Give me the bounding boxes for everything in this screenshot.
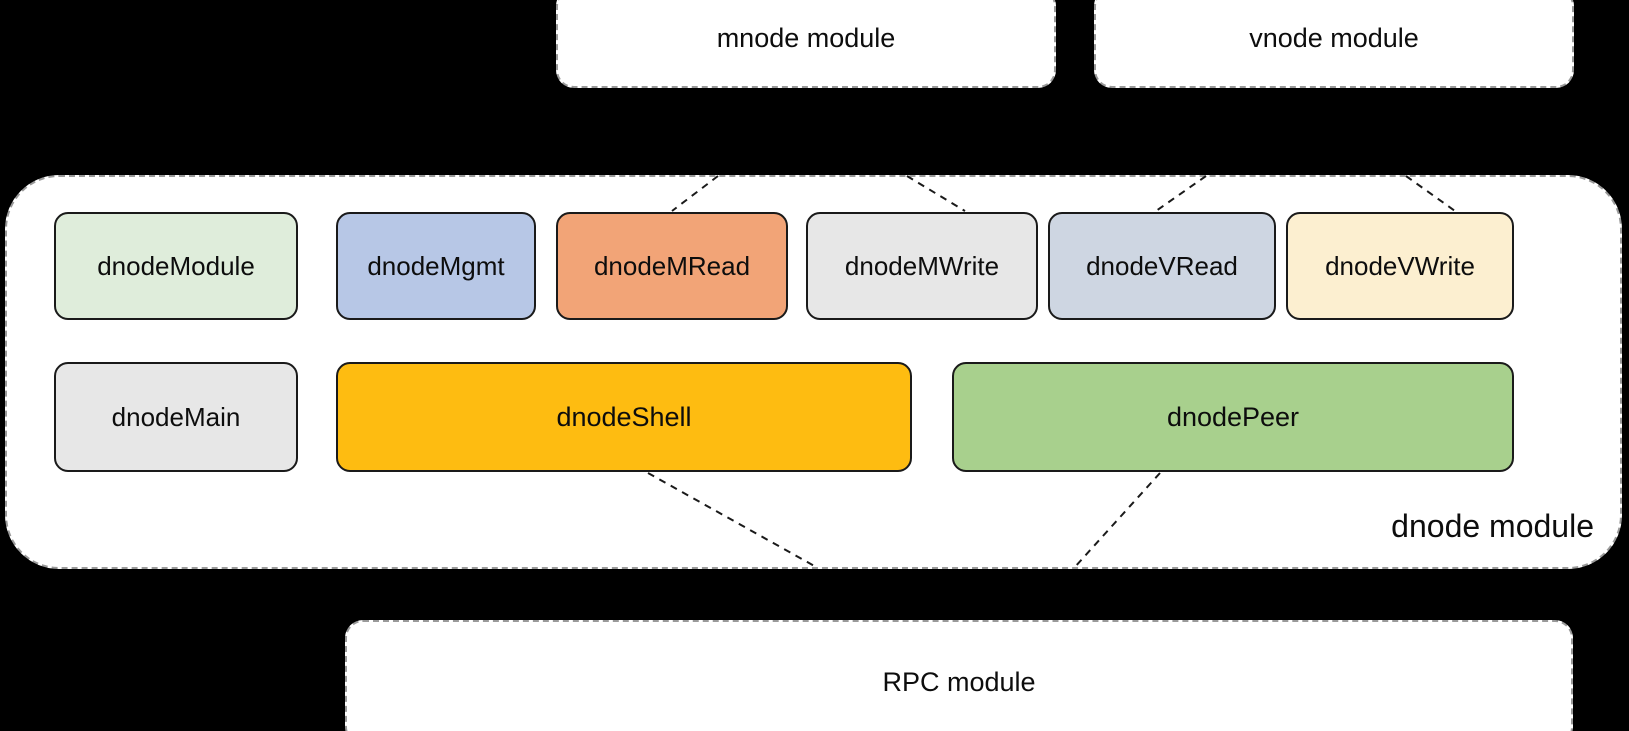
component-label: dnodeMRead	[593, 250, 751, 281]
component-label: dnodeMgmt	[367, 250, 505, 281]
vnode-module-label: vnode module	[1249, 22, 1419, 53]
vnode-module-box[interactable]: vnode module	[1094, 0, 1574, 88]
component-label: dnodeShell	[556, 401, 692, 432]
rpc-module-label: RPC module	[882, 667, 1036, 697]
component-label: dnodeModule	[97, 250, 255, 281]
component-box-dnodePeer[interactable]: dnodePeer	[952, 362, 1514, 472]
component-box-dnodeShell[interactable]: dnodeShell	[336, 362, 912, 472]
component-label: dnodeMWrite	[844, 250, 1000, 281]
component-box-dnodeMain[interactable]: dnodeMain	[54, 362, 298, 472]
component-label: dnodeVWrite	[1325, 250, 1475, 281]
component-box-dnodeMRead[interactable]: dnodeMRead	[556, 212, 788, 320]
component-label: dnodePeer	[1166, 401, 1300, 432]
rpc-module-box[interactable]: RPC module	[345, 620, 1573, 731]
component-box-dnodeVWrite[interactable]: dnodeVWrite	[1286, 212, 1514, 320]
component-label: dnodeVRead	[1086, 250, 1238, 281]
component-box-dnodeMgmt[interactable]: dnodeMgmt	[336, 212, 536, 320]
component-label: dnodeMain	[111, 401, 241, 432]
component-box-dnodeModule[interactable]: dnodeModule	[54, 212, 298, 320]
mnode-module-label: mnode module	[716, 22, 896, 53]
mnode-module-box[interactable]: mnode module	[556, 0, 1056, 88]
component-box-dnodeVRead[interactable]: dnodeVRead	[1048, 212, 1276, 320]
component-box-dnodeMWrite[interactable]: dnodeMWrite	[806, 212, 1038, 320]
dnode-module-label: dnode module	[1391, 508, 1594, 544]
